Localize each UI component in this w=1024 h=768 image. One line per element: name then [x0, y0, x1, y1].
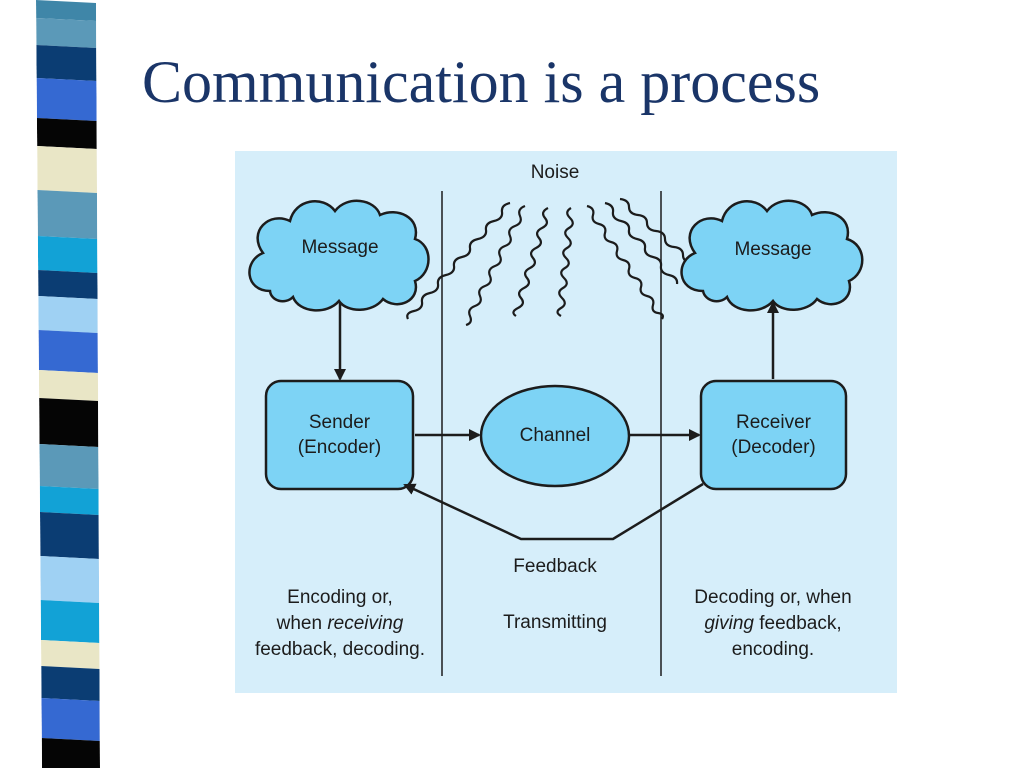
receiver-caption-line1: Decoding or, when — [694, 587, 852, 608]
stripe-band — [36, 0, 97, 21]
decorative-sidebar-stripe — [0, 0, 120, 768]
stripe-band — [39, 398, 99, 447]
sender-caption-line1: Encoding or, — [287, 587, 393, 608]
sender-caption-line3: feedback, decoding. — [254, 639, 426, 660]
channel-label: Channel — [519, 425, 591, 446]
stripe-band — [40, 556, 100, 603]
stripe-band — [36, 18, 97, 48]
receiver-side-caption: Decoding or, when giving feedback, encod… — [673, 585, 873, 663]
stripe-band — [41, 698, 100, 741]
stripe-band — [40, 512, 99, 559]
receiver-message-cloud — [680, 199, 864, 312]
receiver-subtitle: (Decoder) — [731, 437, 816, 458]
sender-caption-line2: when receiving — [276, 613, 404, 634]
receiver-box — [699, 379, 848, 491]
stripe-band — [37, 236, 98, 273]
sender-subtitle: (Encoder) — [297, 437, 382, 458]
channel-ellipse — [479, 384, 631, 488]
stripe-band — [36, 118, 97, 149]
receiver-caption-line3: encoding. — [731, 639, 815, 660]
stripe-band — [36, 78, 97, 121]
stripe-band — [37, 146, 97, 193]
sender-message-label: Message — [301, 237, 379, 258]
feedback-arrow — [403, 482, 704, 541]
stripe-band — [38, 370, 99, 401]
stripe-band — [37, 190, 98, 239]
receiver-label: Receiver (Decoder) — [701, 410, 846, 460]
receiver-caption-line2: giving feedback, — [704, 613, 842, 634]
sender-side-caption: Encoding or, when receiving feedback, de… — [240, 585, 440, 663]
stripe-band — [41, 666, 100, 701]
sender-title: Sender — [308, 412, 371, 433]
stripe-band — [41, 738, 100, 768]
noise-squiggles — [406, 197, 710, 327]
channel-caption: Transmitting — [503, 612, 607, 633]
feedback-label: Feedback — [513, 556, 597, 577]
stripe-band — [39, 486, 99, 515]
communication-process-diagram: Noise Message Message Sender (Encoder) C… — [235, 151, 897, 693]
receiver-message-label: Message — [734, 239, 812, 260]
stripe-band — [39, 444, 99, 489]
noise-label: Noise — [530, 162, 580, 183]
sender-box — [264, 379, 415, 491]
stripe-band — [40, 600, 100, 643]
slide-title: Communication is a process — [142, 49, 821, 115]
diagram-graphics — [248, 191, 864, 676]
stripe-band — [36, 45, 97, 81]
stripe-band — [38, 330, 98, 373]
stripe-band — [38, 270, 98, 299]
stripe-band — [41, 640, 100, 669]
stripe-band — [38, 296, 98, 333]
sender-message-cloud — [248, 199, 430, 312]
receiver-title: Receiver — [736, 412, 811, 433]
sender-label: Sender (Encoder) — [266, 410, 413, 460]
